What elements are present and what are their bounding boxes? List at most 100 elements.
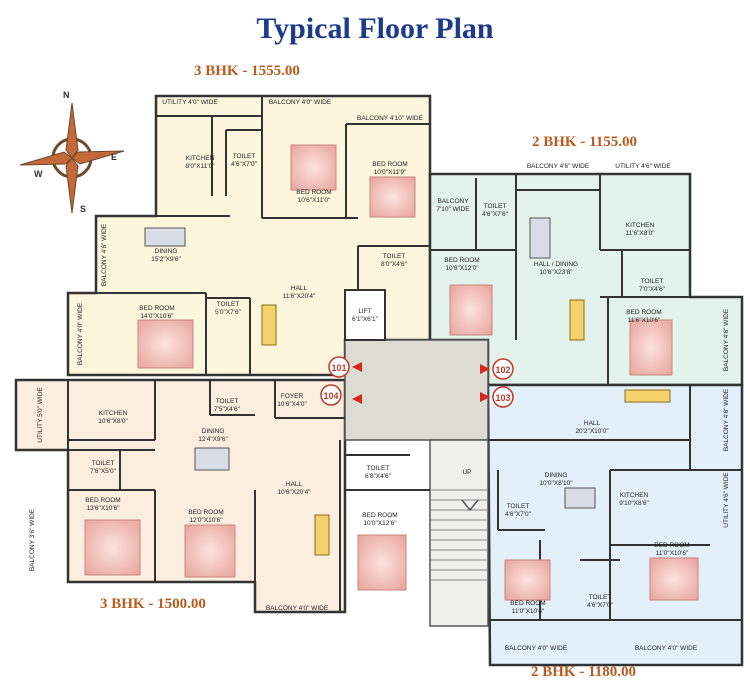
room-name: TOILET [92,460,115,467]
sofa-icon [569,299,585,341]
compass-west-label: W [34,169,43,179]
room-name: BALCONY 4'0" WIDE [269,99,332,106]
room-dimension: 10'0"X12'6" [363,520,397,527]
unit-104-area-label: 3 BHK - 1500.00 [100,596,206,612]
room-name: TOILET [217,301,240,308]
bed-icon [369,176,416,218]
unit-101-area-label: 3 BHK - 1555.00 [194,63,300,79]
bed-icon [449,284,493,336]
room-label-stair-up: UP [462,469,471,476]
room-name: TOILET [484,203,507,210]
room-dimension: 7'0"X4'6" [639,286,666,293]
room-dimension: 11'0"X10'6" [656,550,689,557]
room-dimension: 9'10"X8'6" [619,500,649,507]
room-label-r104-balcony-left: BALCONY 3'6" WIDE [29,508,36,571]
room-name: BALCONY 4'0" WIDE [635,645,698,652]
room-name: TOILET [641,278,664,285]
room-name: UTILITY 4'6" WIDE [723,472,730,528]
room-name: BED ROOM [188,509,223,516]
unit-102-area-label: 2 BHK - 1155.00 [532,134,638,150]
room-name: LIFT [358,308,371,315]
room-name: HALL [291,285,308,292]
room-dimension: 11'6"X8'0" [625,230,655,237]
dining-table-icon [529,217,551,259]
room-label-r104-balcony-bottom: BALCONY 4'0" WIDE [266,605,329,612]
unit-101-marker: 101 [328,356,362,378]
bed-icon [184,524,236,578]
room-dimension: 4'6"X7'6" [482,211,509,218]
room-dimension: 11'0"X10'6" [512,608,545,615]
staircase [429,439,489,627]
bed-icon [357,534,407,591]
unit-104-marker: 104 [320,384,362,406]
bed-icon [84,519,141,576]
room-label-r102-balcony-top: BALCONY 4'6" WIDE [527,163,590,170]
unit-104-area [14,378,347,614]
room-dimension: 13'6"X10'6" [86,505,120,512]
room-name: HALL / DINING [534,261,578,268]
room-name: UP [462,469,471,476]
sofa-icon [314,514,330,556]
room-name: BED ROOM [139,305,174,312]
room-name: BED ROOM [296,189,331,196]
unit-103-marker: 103 [480,386,514,408]
room-name: UTILITY 4'6" WIDE [615,163,671,170]
room-name: BALCONY 4'0" WIDE [505,645,568,652]
room-dimension: 4'6"X7'0" [231,161,258,168]
dining-table-icon [144,227,186,247]
room-name: KITCHEN [620,492,649,499]
room-name: BALCONY 4'6" WIDE [723,388,730,451]
unit-102-marker: 102 [480,358,514,380]
room-dimension: 11'6"X20'4" [283,293,316,300]
room-name: BALCONY 4'6" WIDE [527,163,590,170]
room-label-r102-utility: UTILITY 4'6" WIDE [615,163,671,170]
room-name: UTILITY 5'0" WIDE [37,387,44,443]
room-name: DINING [155,248,178,255]
compass-south-label: S [80,204,86,214]
room-name: FOYER [281,393,304,400]
room-dimension: 10'0"X8'10" [539,480,573,487]
room-name: BALCONY 4'6" WIDE [101,223,108,286]
room-name: BED ROOM [444,257,479,264]
room-dimension: 10'6"X11'0" [298,197,331,204]
room-dimension: 7'6"X5'0" [90,468,117,475]
bed-icon [137,319,194,369]
sofa-icon [261,304,277,346]
room-dimension: 5'0"X7'6" [215,309,242,316]
room-dimension: 20'2"X10'0" [575,428,609,435]
room-dimension: 15'2"X9'6" [151,256,181,263]
room-dimension: 4'6"X7'0" [505,511,532,518]
room-label-r103-balcony-bottom-right: BALCONY 4'0" WIDE [635,645,698,652]
room-label-r103-utility: UTILITY 4'6" WIDE [723,472,730,528]
svg-text:102: 102 [495,365,510,375]
room-name: TOILET [589,594,612,601]
room-name: TOILET [383,253,406,260]
room-name: HALL [286,481,303,488]
room-label-r101-balcony-top: BALCONY 4'0" WIDE [269,99,332,106]
room-dimension: 10'6"X8'0" [98,418,128,425]
room-dimension: 12'4"X9'6" [198,436,228,443]
room-name: BALCONY 4'0" WIDE [266,605,329,612]
room-label-r101-balcony-bottom: BALCONY 4'0" WIDE [77,302,84,365]
